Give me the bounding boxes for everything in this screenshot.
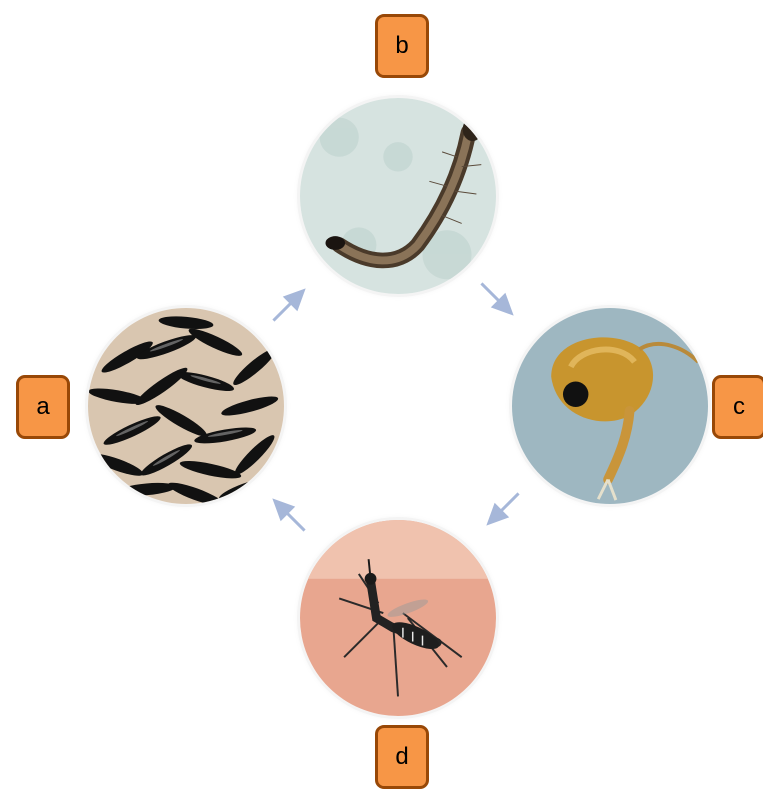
label-c: c <box>712 375 763 439</box>
arrow-down-left-icon <box>478 482 530 534</box>
arrow-b-to-c <box>470 272 522 324</box>
arrow-c-to-d <box>478 482 530 534</box>
adult-mosquito-image <box>300 520 496 716</box>
arrow-up-right-icon <box>262 280 314 332</box>
label-d: d <box>375 725 429 789</box>
adult-mosquito-photo <box>300 520 496 716</box>
eggs-image <box>88 308 284 504</box>
larva-photo <box>300 98 496 294</box>
arrow-a-to-b <box>262 280 314 332</box>
arrow-d-to-a <box>264 490 316 542</box>
label-b: b <box>375 14 429 78</box>
arrow-down-right-icon <box>470 272 522 324</box>
pupa-photo <box>512 308 708 504</box>
eggs-photo <box>88 308 284 504</box>
pupa-image <box>512 308 708 504</box>
larva-image <box>300 98 496 294</box>
label-a: a <box>16 375 70 439</box>
arrow-up-left-icon <box>264 490 316 542</box>
